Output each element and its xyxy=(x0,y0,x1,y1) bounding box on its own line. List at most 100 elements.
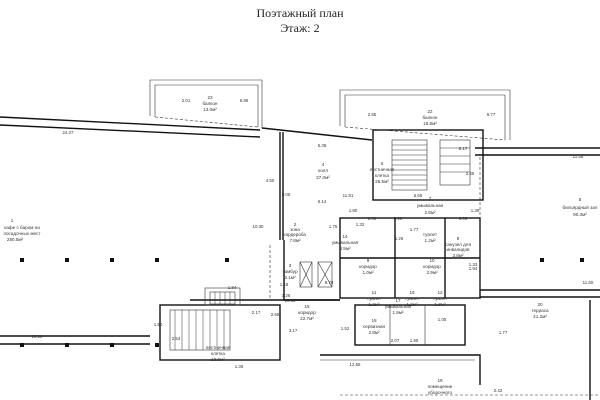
room-14-num: 14 xyxy=(342,234,348,239)
room-17-name: умывальная xyxy=(385,304,412,309)
room-14-name: умывальная xyxy=(332,240,359,245)
room-12-num: 12 xyxy=(437,290,443,295)
dim-44: 1.39 xyxy=(471,208,480,213)
dim-9: 4.50 xyxy=(266,178,275,183)
room-i-name2: клетка xyxy=(211,351,225,356)
room-7-num: 7 xyxy=(429,196,432,201)
dim-22: 18.18 xyxy=(32,334,44,339)
room-9-area: 1.0м² xyxy=(362,270,374,275)
dim-33: 1.94 xyxy=(469,266,478,271)
room-1-name: кафе с баром на xyxy=(4,225,40,230)
room-labels: 1 кафе с баром на посадочных мест 280.5м… xyxy=(4,95,598,395)
dim-19: 1.84 xyxy=(228,285,237,290)
room-12-name: туалет xyxy=(433,296,448,301)
dim-11: 10.30 xyxy=(253,224,265,229)
dim-1: 24.27 xyxy=(63,130,75,135)
dim-37: 6.65 xyxy=(414,193,423,198)
room-18-num: 18 xyxy=(371,318,377,323)
dim-46: 1.26 xyxy=(395,236,404,241)
room-10-num: 10 xyxy=(429,258,435,263)
room-2-name: зона xyxy=(290,227,300,232)
dimension-labels: 24.27 2.01 6.98 5.38 2.85 9.77 6.17 11.5… xyxy=(32,98,594,393)
dim-23: 3.17 xyxy=(289,328,298,333)
dim-45: 1.80 xyxy=(349,208,358,213)
floor-label: Этаж: 2 xyxy=(280,21,320,35)
room-i-area: 10.9м² xyxy=(211,357,225,362)
dim-28: 2.53 xyxy=(172,336,181,341)
room-2-name2: гардероба xyxy=(284,232,306,237)
dim-18: 8.06 xyxy=(459,216,468,221)
room-11-area: 1.2м² xyxy=(368,302,380,307)
room-16-area: 1.2м² xyxy=(406,302,418,307)
room-22-num: 22 xyxy=(427,109,433,114)
dim-36: 1.52 xyxy=(341,326,350,331)
room-3-area: 2.1м² xyxy=(284,275,296,280)
room-7-area: 2.6м² xyxy=(424,210,436,215)
room-1-name2: посадочных мест xyxy=(4,231,42,236)
room-16-num: 16 xyxy=(409,290,415,295)
dim-5: 2.85 xyxy=(368,112,377,117)
room-17-num: 17 xyxy=(395,298,401,303)
dim-40: 1.32 xyxy=(356,222,365,227)
room-3-name: тамбур xyxy=(282,269,297,274)
room-8-name: санузел для xyxy=(445,242,471,247)
dim-24: 12.55 xyxy=(350,362,362,367)
dim-31: 8.78 xyxy=(325,280,334,285)
room-i-name: лестничная xyxy=(206,345,231,350)
dim-35: 2.65 xyxy=(271,312,280,317)
room-20-name: терраса xyxy=(531,308,549,313)
dim-16: 0.98 xyxy=(394,216,403,221)
room-5-num: 5 xyxy=(579,197,582,202)
dim-26: 11.60 xyxy=(583,280,594,285)
room-23-area: 13.0м² xyxy=(203,107,217,112)
room-2-num: 2 xyxy=(294,222,297,227)
room-8-area: 3.8м² xyxy=(452,253,464,258)
toilet-a-name: туалет xyxy=(423,232,438,237)
dim-43: 1.05 xyxy=(438,317,447,322)
page-title: Поэтажный план xyxy=(256,6,344,20)
room-22-area: 18.8м² xyxy=(423,121,437,126)
room-ii-name2: клетка xyxy=(375,173,389,178)
room-7-name: умывальная xyxy=(417,203,444,208)
room-4-area: 37.0м² xyxy=(316,175,330,180)
room-22-name: балкон xyxy=(423,115,438,120)
room-ii-area: 26.5м² xyxy=(375,179,389,184)
dim-12: 6.14 xyxy=(318,199,327,204)
dashed-lines xyxy=(154,116,600,396)
room-2-area: 7.8м² xyxy=(289,238,301,243)
room-1-area: 280.5м² xyxy=(7,237,24,242)
room-8-name2: инвалидов xyxy=(447,247,471,252)
toilet-a-area: 1.2м² xyxy=(424,238,436,243)
room-4-num: 4 xyxy=(322,162,325,167)
dim-30: 2.42 xyxy=(494,388,503,393)
dim-20: 2.17 xyxy=(252,310,261,315)
dim-2: 2.01 xyxy=(182,98,191,103)
room-11-num: 11 xyxy=(372,290,377,295)
room-5-area: 90.3м² xyxy=(573,212,587,217)
dim-4: 5.38 xyxy=(318,143,327,148)
columns xyxy=(20,258,584,347)
dim-3: 6.98 xyxy=(240,98,249,103)
room-12-area: 1.3м² xyxy=(434,302,446,307)
dim-8: 11.58 xyxy=(573,154,584,159)
dim-41: 2.07 xyxy=(391,338,400,343)
room-9-name: коридор xyxy=(359,264,377,269)
room-5-name: бильярдный зал xyxy=(563,204,598,210)
room-15-num: 15 xyxy=(304,304,310,309)
dim-6: 9.77 xyxy=(487,112,496,117)
room-10-name: коридор xyxy=(423,264,441,269)
room-19-name: помещение xyxy=(428,384,453,389)
room-15-area: 22.7м² xyxy=(300,316,314,321)
room-9-num: 9 xyxy=(367,258,370,263)
dim-17: 1.77 xyxy=(410,227,419,232)
stair-ii xyxy=(391,139,471,191)
room-19-num: 19 xyxy=(437,378,443,383)
room-14-area: 3.5м² xyxy=(339,246,351,251)
room-18-area: 2.8м² xyxy=(368,330,380,335)
dim-32: 1.33 xyxy=(469,262,478,267)
room-8-num: 8 xyxy=(457,236,460,241)
room-1-num: 1 xyxy=(11,218,14,223)
shafts xyxy=(299,261,333,288)
dim-7: 6.17 xyxy=(459,146,468,151)
